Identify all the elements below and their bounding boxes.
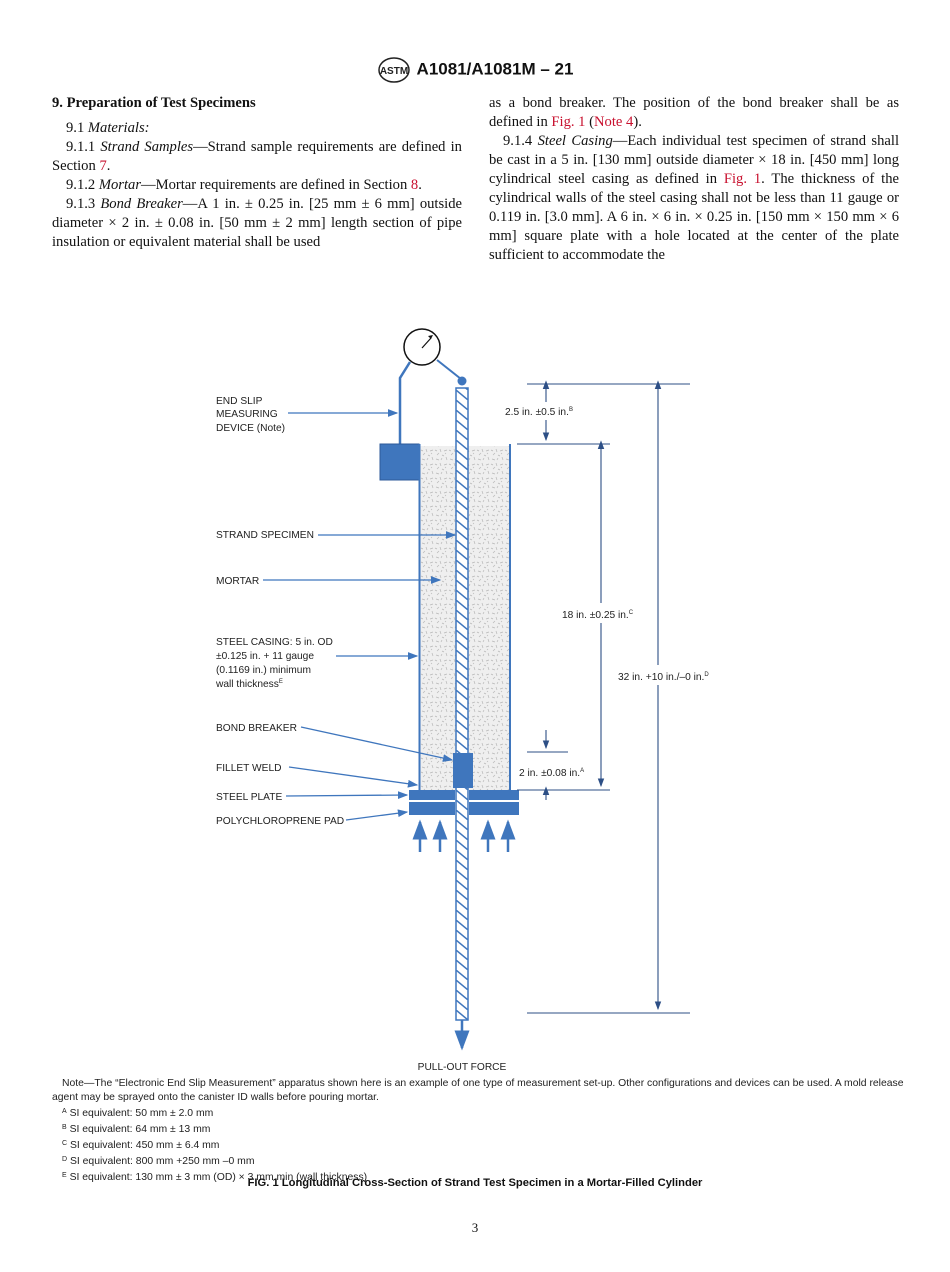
dimension-18-in: 18 in. ±0.25 in.C xyxy=(562,610,634,621)
support-arrows xyxy=(412,819,516,852)
gauge-link xyxy=(436,359,462,380)
footnote-b: B SI equivalent: 64 mm ± 13 mm xyxy=(62,1124,211,1135)
fig-1-link[interactable]: Fig. 1 xyxy=(551,114,586,130)
dimension-2-5-in: 2.5 in. ±0.5 in.B xyxy=(505,407,573,418)
dimension-32-in: 32 in. +10 in./–0 in.D xyxy=(618,672,709,683)
pull-out-label: PULL-OUT FORCE xyxy=(418,1062,507,1073)
svg-text:DEVICE (Note): DEVICE (Note) xyxy=(216,423,285,434)
svg-text:±0.125 in. + 11 gauge: ±0.125 in. + 11 gauge xyxy=(216,651,314,662)
section-8-link[interactable]: 8 xyxy=(410,177,419,193)
para-9-1-3-cont: as a bond breaker. The position of the b… xyxy=(489,95,899,130)
page-number: 3 xyxy=(471,1220,479,1235)
casing-label: STEEL CASING: 5 in. OD ±0.125 in. + 11 g… xyxy=(215,637,333,690)
svg-text:END SLIP: END SLIP xyxy=(216,396,263,407)
section-7-link[interactable]: 7 xyxy=(99,158,107,174)
footnote-d: D SI equivalent: 800 mm +250 mm –0 mm xyxy=(62,1156,255,1167)
gauge-wire xyxy=(398,361,412,444)
left-column: 9. Preparation of Test Specimens 9.1 Mat… xyxy=(52,94,462,252)
steel-plate-right xyxy=(469,790,519,800)
bond-breaker-label: BOND BREAKER xyxy=(216,723,297,734)
page-header: ASTM A1081/A1081M – 21 xyxy=(0,56,950,84)
designation: A1081/A1081M – 21 xyxy=(416,59,574,79)
figure-notes: Note—The “Electronic End Slip Measuremen… xyxy=(52,1077,912,1185)
para-9-1-4: 9.1.4 Steel Casing—Each individual test … xyxy=(489,133,900,263)
measuring-block xyxy=(379,443,420,481)
svg-text:(0.1169 in.) minimum: (0.1169 in.) minimum xyxy=(216,665,311,676)
footnote-a: A SI equivalent: 50 mm ± 2.0 mm xyxy=(62,1108,214,1119)
figure-caption: FIG. 1 Longitudinal Cross-Section of Str… xyxy=(247,1177,703,1189)
svg-text:MEASURING: MEASURING xyxy=(216,409,278,420)
strand-tip xyxy=(457,376,467,386)
end-slip-label: END SLIP MEASURING DEVICE (Note) xyxy=(216,396,285,434)
section-heading: 9. Preparation of Test Specimens xyxy=(52,95,256,111)
pad-left xyxy=(409,802,455,815)
steel-plate-label: STEEL PLATE xyxy=(216,792,282,803)
strand-label: STRAND SPECIMEN xyxy=(216,530,314,541)
svg-text:ASTM: ASTM xyxy=(379,66,407,77)
astm-logo-icon: ASTM xyxy=(377,57,410,83)
para-9-1: 9.1 Materials: xyxy=(66,120,150,136)
para-9-1-2: 9.1.2 Mortar—Mortar requirements are def… xyxy=(66,177,422,193)
bond-breaker xyxy=(453,753,473,788)
strand-specimen xyxy=(455,387,469,1021)
gauge-icon xyxy=(403,328,441,366)
svg-text:wall thicknessE: wall thicknessE xyxy=(215,679,283,690)
right-column: as a bond breaker. The position of the b… xyxy=(489,94,899,265)
note-4-link[interactable]: Note 4 xyxy=(594,114,634,130)
svg-text:STEEL CASING: 5 in. OD: STEEL CASING: 5 in. OD xyxy=(216,637,333,648)
footnote-c: C SI equivalent: 450 mm ± 6.4 mm xyxy=(62,1140,220,1151)
dimension-lines xyxy=(517,380,690,1014)
pad-label: POLYCHLOROPRENE PAD xyxy=(216,816,344,827)
fig-1-link[interactable]: Fig. 1 xyxy=(723,171,762,187)
para-9-1-3: 9.1.3 Bond Breaker—A 1 in. ± 0.25 in. [2… xyxy=(52,196,462,250)
fillet-weld-label: FILLET WELD xyxy=(216,763,281,774)
dimension-2-in: 2 in. ±0.08 in.A xyxy=(519,768,584,779)
mortar-label: MORTAR xyxy=(216,576,259,587)
leader-lines xyxy=(263,409,457,821)
pad-right xyxy=(469,802,519,815)
footnote-e: E SI equivalent: 130 mm ± 3 mm (OD) × 3 … xyxy=(62,1172,368,1183)
para-9-1-1: 9.1.1 Strand Samples—Strand sample requi… xyxy=(52,139,462,174)
steel-plate-left xyxy=(409,790,455,800)
figure-note: Note—The “Electronic End Slip Measuremen… xyxy=(52,1078,904,1103)
